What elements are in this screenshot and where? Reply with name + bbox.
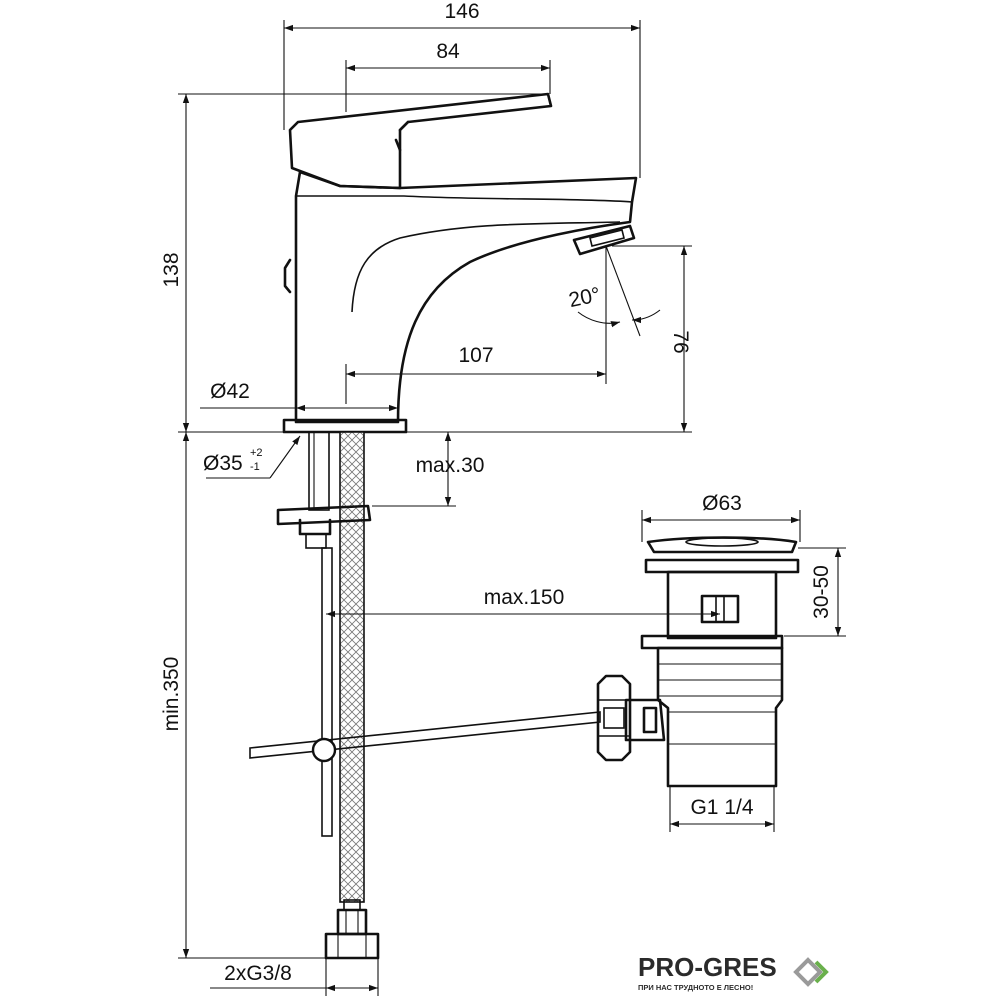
dim-angle-20: 20° [567,283,603,312]
dim-76: 76 [669,330,692,353]
brand-name: PRO-GRES [638,952,777,982]
mounting-assembly [276,431,380,960]
dim-2xg3-8: 2xG3/8 [224,962,292,985]
dim-84: 84 [436,40,460,63]
chevron-logo-icon [814,960,829,984]
dim-107: 107 [458,344,493,367]
dim-max-30: max.30 [416,454,485,477]
dim-diam-35-tol-lower: -1 [250,461,260,473]
dim-g1-1-4: G1 1/4 [690,796,753,819]
dim-146: 146 [444,0,479,23]
dim-diam-35-tol-upper: +2 [250,447,263,459]
brand-tagline: ПРИ НАС ТРУДНОТО Е ЛЕСНО! [638,983,753,992]
dim-min-350: min.350 [160,657,183,732]
dim-diam-42: Ø42 [210,380,250,403]
dim-30-50: 30-50 [810,565,833,619]
drain-assembly [596,536,800,788]
dimension-lines [178,20,846,996]
brand-logo: PRO-GRES ПРИ НАС ТРУДНОТО Е ЛЕСНО! [638,952,829,992]
dim-138: 138 [160,252,183,287]
dim-diam-35: Ø35 [203,452,243,475]
diamond-logo-icon [793,957,823,987]
dimension-labels: 146 84 138 76 20° 107 Ø42 Ø35 +2 -1 max.… [160,0,833,985]
dim-diam-63: Ø63 [702,492,742,515]
faucet-body [282,92,638,434]
dim-max-150: max.150 [484,586,565,609]
linkage-rod [249,711,601,763]
